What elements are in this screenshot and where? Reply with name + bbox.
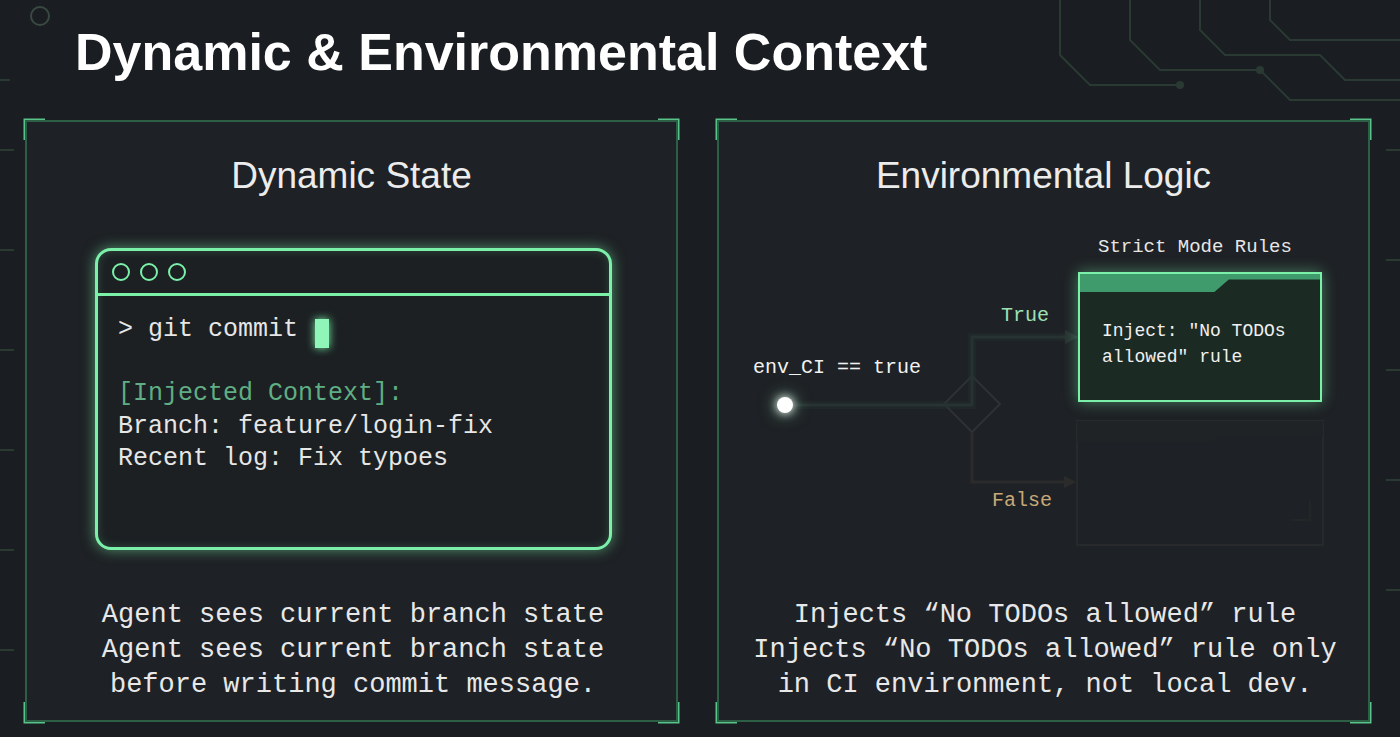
panel-heading: Dynamic State <box>27 154 676 198</box>
diagram-title: Dynamic & Environmental Context <box>75 22 927 82</box>
window-dot <box>112 263 130 281</box>
box-top-bar <box>1080 274 1320 292</box>
context-line: Branch: feature/login-fix <box>118 411 493 443</box>
panel: Environmental LogicInjects “No TODOs all… <box>717 120 1370 722</box>
text-cursor <box>315 319 329 348</box>
window-dot <box>168 263 186 281</box>
edge-label: True <box>999 303 1051 329</box>
window-dot <box>140 263 158 281</box>
box-heading: Strict Mode Rules <box>1098 234 1292 260</box>
command-text: > git commit <box>118 314 298 346</box>
panel: Dynamic StateAgent sees current branch s… <box>25 120 678 722</box>
caption: Agent sees current branch state <box>73 598 633 633</box>
rule-box: Strict Mode RulesInject: "No TODOs allow… <box>1078 272 1322 402</box>
caption: Injects “No TODOs allowed” rule <box>745 598 1345 633</box>
context-line: Recent log: Fix typoes <box>118 443 448 475</box>
condition-label: env_CI == true <box>753 355 921 381</box>
panel-heading: Environmental Logic <box>719 154 1368 198</box>
caption: Injects “No TODOs allowed” rule only in … <box>745 633 1345 703</box>
terminal-window: > git commit [Injected Context]:Branch: f… <box>95 248 612 550</box>
circuit-pads <box>31 7 1264 89</box>
caption: Agent sees current branch state before w… <box>73 633 633 703</box>
context-label: [Injected Context]: <box>118 378 403 410</box>
start-dot: env_CI == true <box>777 397 793 413</box>
corner-brackets <box>25 120 1370 722</box>
title-bar <box>98 293 609 296</box>
rule-text: Inject: "No TODOs allowed" rule <box>1102 318 1307 370</box>
branch-label: False <box>990 488 1054 514</box>
